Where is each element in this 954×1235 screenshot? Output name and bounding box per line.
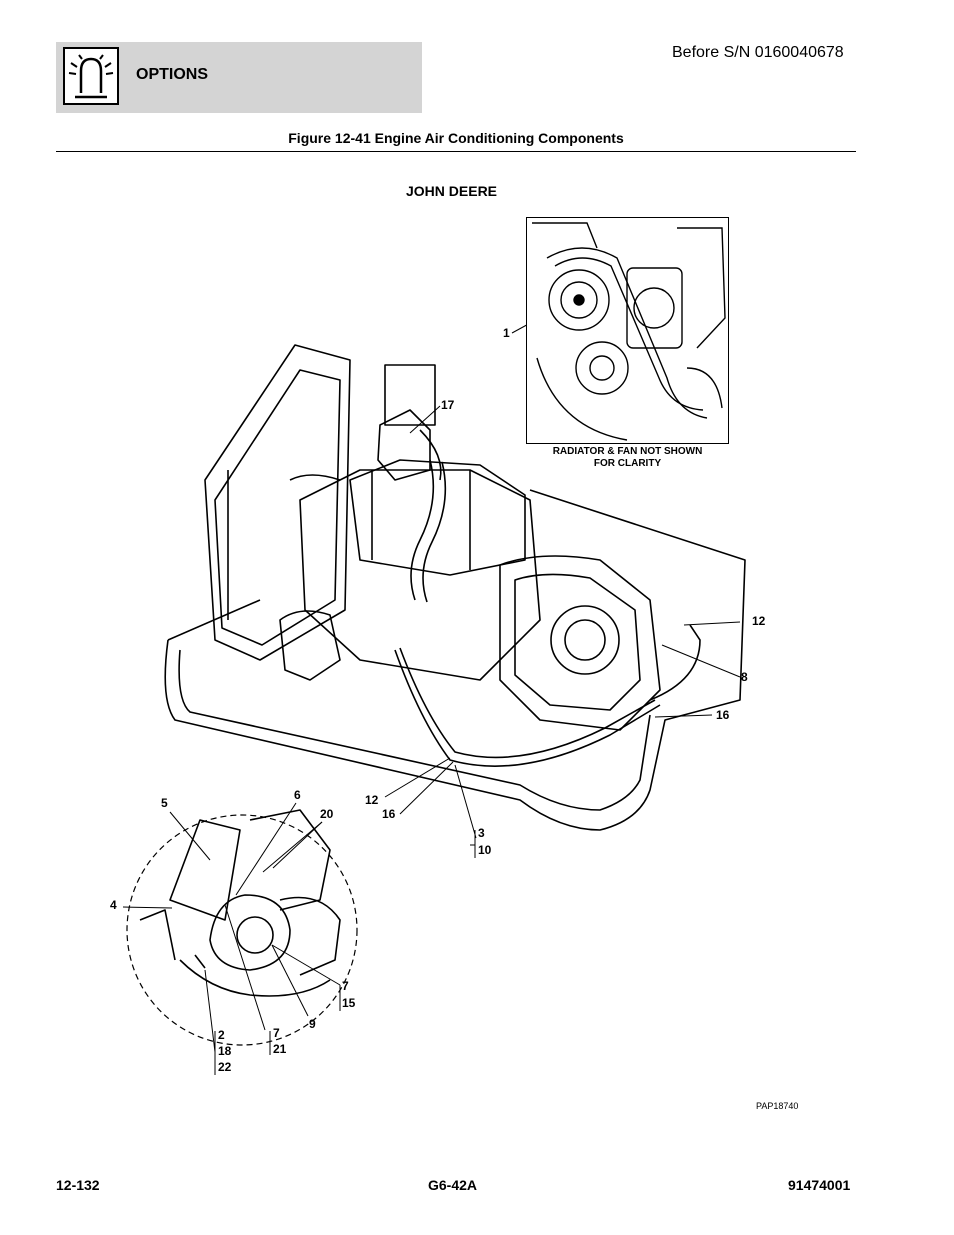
callout-7-b: 7 — [273, 1026, 280, 1040]
callout-12-right: 12 — [752, 614, 766, 628]
title-divider — [56, 151, 856, 152]
callout-4: 4 — [110, 898, 117, 912]
callout-8: 8 — [741, 670, 748, 684]
model-number: G6-42A — [428, 1177, 478, 1193]
figure-id: PAP18740 — [756, 1101, 799, 1111]
inset-caption: RADIATOR & FAN NOT SHOWN FOR CLARITY — [526, 446, 729, 470]
callout-5: 5 — [161, 796, 168, 810]
engine-label: JOHN DEERE — [406, 183, 498, 199]
callout-18: 18 — [218, 1044, 232, 1058]
callout-1: 1 — [503, 326, 510, 340]
callout-21: 21 — [273, 1042, 287, 1056]
callout-7-a: 7 — [342, 979, 349, 993]
serial-note: Before S/N 0160040678 — [672, 44, 844, 61]
callout-2: 2 — [218, 1028, 225, 1042]
page-number: 12-132 — [56, 1177, 100, 1193]
part-number: 91474001 — [788, 1177, 851, 1193]
figure-title: Figure 12-41 Engine Air Conditioning Com… — [288, 130, 624, 146]
inset-caption-line2: FOR CLARITY — [593, 458, 662, 469]
callout-22: 22 — [218, 1060, 232, 1074]
callout-17: 17 — [441, 398, 455, 412]
inset-detail-view — [526, 217, 729, 444]
callout-16-right: 16 — [716, 708, 730, 722]
callout-9: 9 — [309, 1017, 316, 1031]
callout-3: 3 — [478, 826, 485, 840]
callout-10: 10 — [478, 843, 492, 857]
callout-15: 15 — [342, 996, 356, 1010]
section-title: OPTIONS — [136, 66, 209, 83]
inset-caption-line1: RADIATOR & FAN NOT SHOWN — [552, 446, 703, 457]
options-light-icon — [63, 47, 119, 105]
callout-20: 20 — [320, 807, 334, 821]
callout-6: 6 — [294, 788, 301, 802]
callout-12-mid: 12 — [365, 793, 379, 807]
callout-16-mid: 16 — [382, 807, 396, 821]
